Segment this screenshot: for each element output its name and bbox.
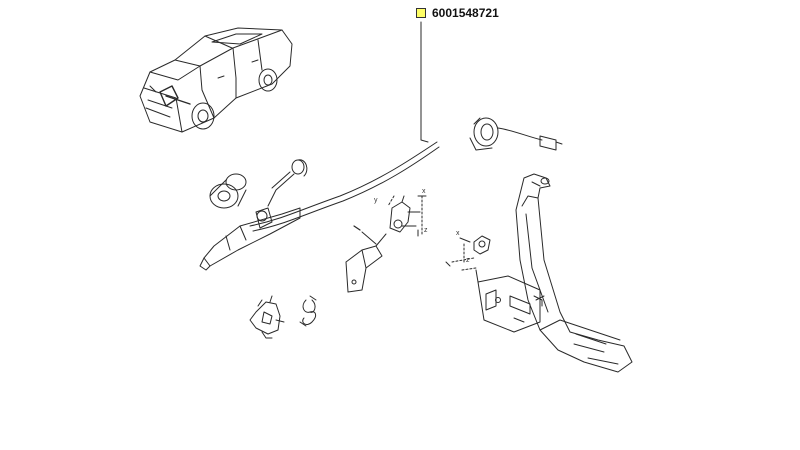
part-number-callout[interactable]: 6001548721 xyxy=(416,6,499,20)
callout-marker xyxy=(416,8,426,18)
upper-pivot-fitting xyxy=(387,195,427,237)
clutch-pedal-assembly xyxy=(475,173,633,373)
axis-label-x-lower: x xyxy=(456,230,460,237)
axis-label-y: y xyxy=(374,197,378,204)
axis-label-x: x xyxy=(422,188,426,195)
lower-pivot-nut xyxy=(445,235,491,271)
pedal-clip xyxy=(249,295,285,339)
firewall-grommet xyxy=(469,117,563,151)
vehicle-illustration xyxy=(139,27,293,133)
part-number-label[interactable]: 6001548721 xyxy=(432,6,499,20)
cable-bracket xyxy=(345,225,387,293)
callout-leader-line xyxy=(420,21,429,143)
spring-clip xyxy=(299,295,317,327)
clutch-cable xyxy=(199,141,440,271)
cable-clip xyxy=(267,159,308,207)
rubber-bush xyxy=(209,173,247,209)
axis-label-z-lower: z xyxy=(466,257,470,264)
axis-label-z: z xyxy=(424,227,428,234)
